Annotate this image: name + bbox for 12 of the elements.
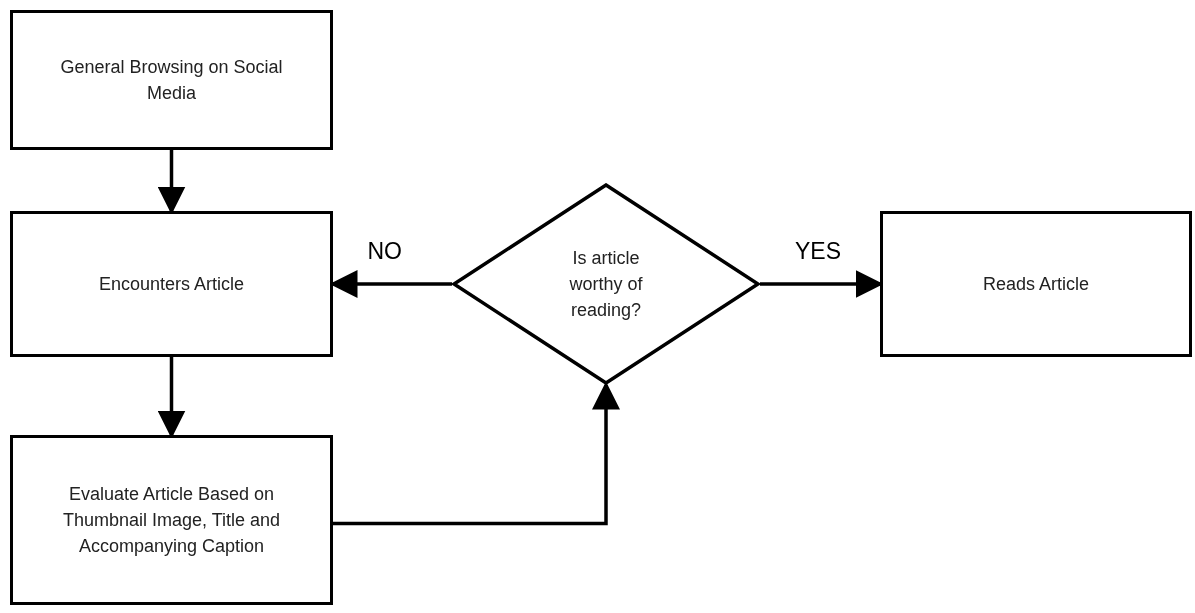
node-text: Encounters Article xyxy=(98,272,245,296)
process-box xyxy=(10,435,333,605)
process-box xyxy=(10,10,333,150)
edge-label: YES xyxy=(795,240,842,263)
edge-label: NO xyxy=(367,240,402,263)
process-box xyxy=(880,211,1192,357)
node-text: General Browsing on Social Media xyxy=(59,55,284,105)
arrow xyxy=(333,381,620,526)
node-text: Is article worthy of reading? xyxy=(568,246,644,323)
node-text: Reads Article xyxy=(982,272,1090,296)
node-text: Evaluate Article Based on Thumbnail Image, Title and Accompanying Caption xyxy=(61,482,282,559)
process-box xyxy=(10,211,333,357)
